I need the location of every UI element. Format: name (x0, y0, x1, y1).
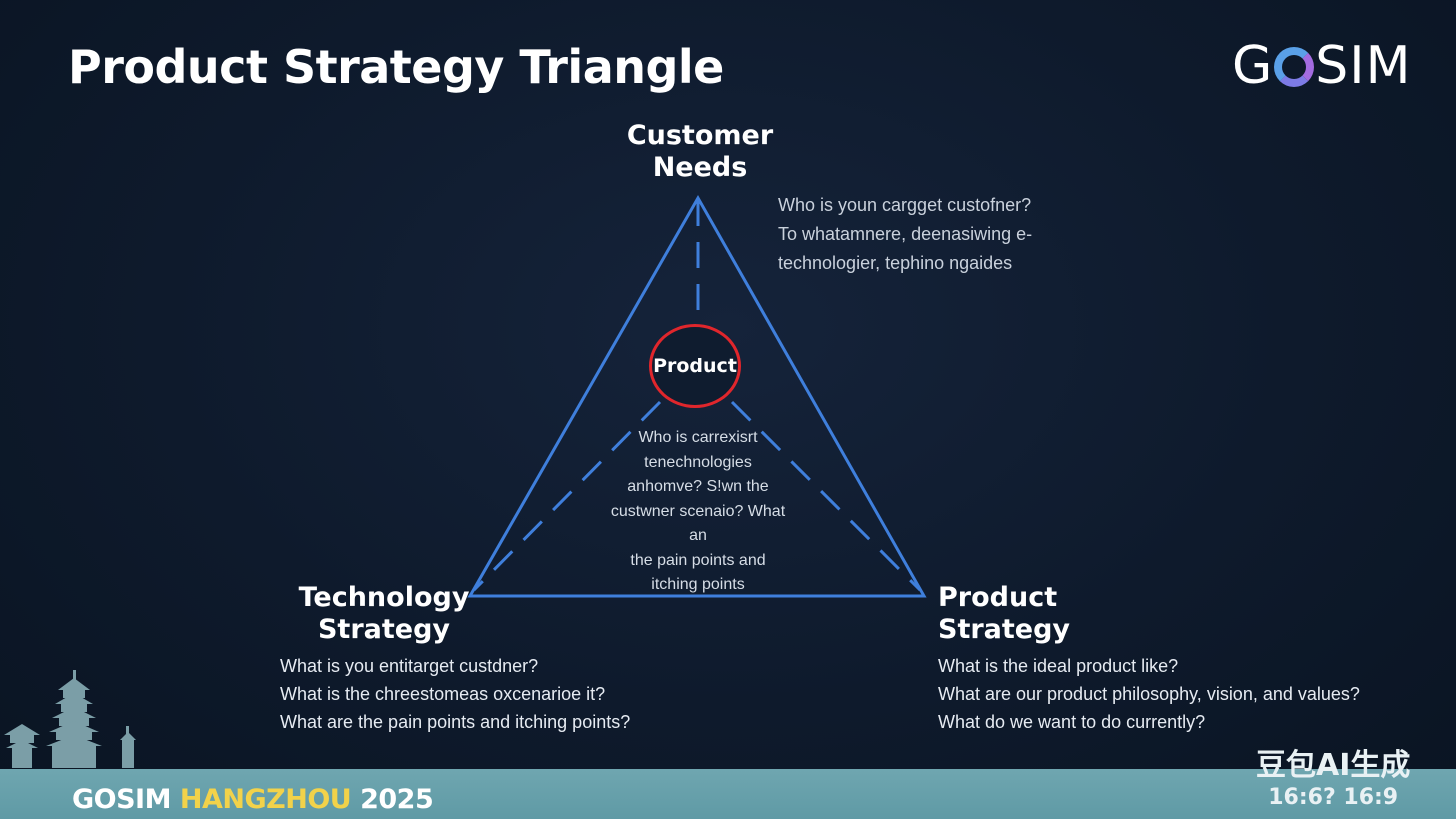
center-question-line: tenechnologies (644, 453, 752, 471)
product-center-node: Product (649, 324, 741, 408)
center-question-line: the pain points and (630, 551, 766, 569)
center-question-line: anhomve? S!wn the (627, 478, 769, 495)
logo-suffix: SIM (1315, 36, 1412, 96)
center-question-line: itching points (651, 576, 745, 593)
dashed-line-left (472, 400, 662, 592)
customer-needs-label: Customer Needs (626, 120, 774, 183)
technology-question: What is the chreestomeas oxcenarioe it? (280, 684, 606, 704)
logo-ring-icon (1274, 47, 1315, 87)
center-question-line: custwner scenaio? What an (610, 502, 786, 545)
watermark-line2: 16:6? 16:9 (1268, 785, 1399, 810)
product-question: What do we want to do currently? (938, 712, 1206, 732)
product-question: What are our product philosophy, vision,… (938, 684, 1360, 704)
gosim-logo: G SIM (1232, 36, 1412, 96)
ai-generated-watermark: 豆包AI生成 16:6? 16:9 (1256, 748, 1410, 812)
footer-bar (0, 769, 1456, 819)
technology-strategy-label: Technology Strategy (298, 582, 470, 645)
footer-event: GOSIM (72, 784, 171, 815)
center-questions: Who is carrexisrt tenechnologies anhomve… (600, 426, 796, 598)
product-strategy-label: Product Strategy (938, 582, 1071, 645)
product-question: What is the ideal product like? (938, 656, 1179, 676)
triangle-outline (467, 194, 927, 598)
footer-event-name: GOSIM HANGZHOU 2025 (72, 784, 434, 815)
technology-question: What are the pain points and itching poi… (280, 712, 631, 732)
customer-question: To whatamnere, deenasiwing e- (778, 224, 1033, 244)
product-center-label: Product (653, 355, 737, 377)
logo-prefix: G (1232, 36, 1274, 96)
footer-year: 2025 (360, 784, 434, 815)
technology-questions: What is you entitarget custdner? What is… (280, 652, 630, 736)
customer-question: Who is youn cargget custofner? (778, 195, 1032, 215)
dashed-line-right (730, 400, 922, 592)
customer-questions: Who is youn cargget custofner? To whatam… (778, 191, 1032, 278)
technology-question: What is you entitarget custdner? (280, 656, 539, 676)
watermark-line1: 豆包AI生成 (1256, 748, 1411, 783)
product-questions: What is the ideal product like? What are… (938, 652, 1360, 736)
pagoda-skyline-icon (4, 670, 136, 768)
customer-question: technologier, tephino ngaides (778, 253, 1013, 273)
footer-city: HANGZHOU (179, 784, 352, 815)
page-title: Product Strategy Triangle (68, 40, 724, 94)
center-question-line: Who is carrexisrt (638, 429, 758, 446)
